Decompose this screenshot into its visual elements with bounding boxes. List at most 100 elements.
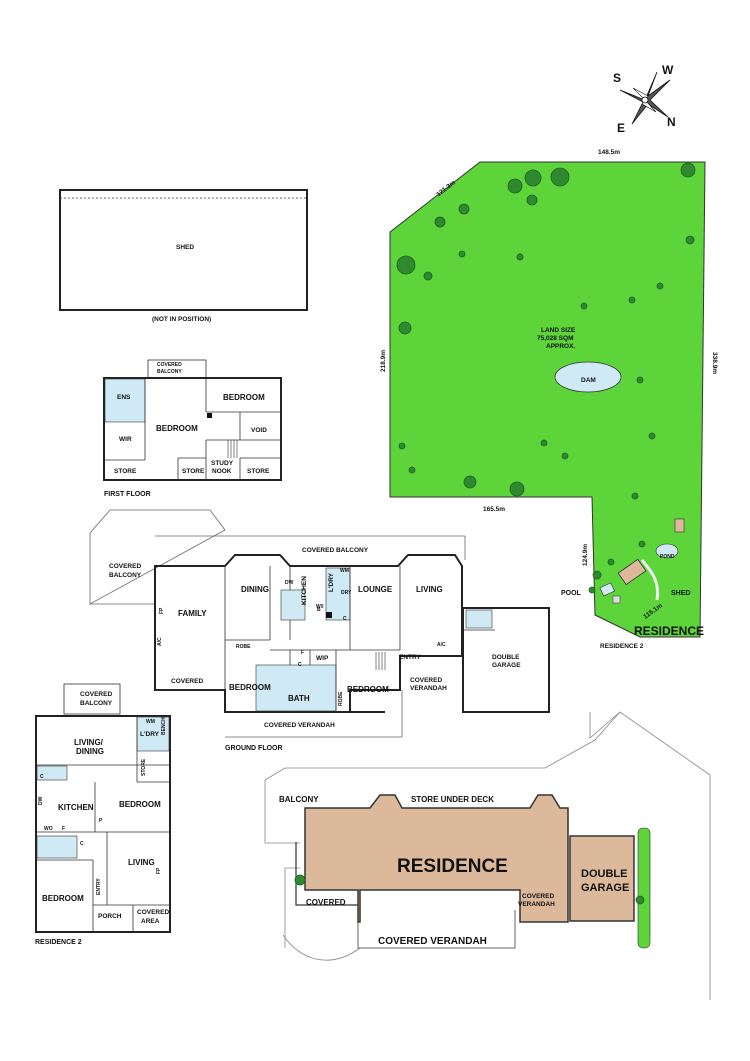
gf-b: B [317, 607, 321, 613]
gf-dw: DW [285, 580, 294, 586]
gf-covered-balcony-left-1: COVERED [109, 563, 141, 570]
r2-wo: WO [44, 826, 53, 832]
residence2-plan: COVERED BALCONY LIVING/ DINING L'DRY STO… [35, 683, 171, 946]
gf-covered-balcony-top: COVERED BALCONY [302, 547, 369, 554]
r2-porch: PORCH [98, 913, 122, 920]
gf-fp: FP [159, 607, 165, 614]
ov-balcony: BALCONY [279, 795, 319, 804]
dim-right: 338.9m [711, 352, 718, 374]
ff-void: VOID [251, 427, 267, 434]
ov-covered-verandah: COVERED VERANDAH [378, 936, 487, 947]
gf-lounge: LOUNGE [358, 585, 393, 594]
ff-wir: WIR [119, 436, 132, 443]
gf-c-1: C [298, 662, 302, 668]
dim-left: 218.9m [380, 350, 387, 372]
ov-covered: COVERED [306, 898, 346, 907]
gf-double-garage-2: GARAGE [492, 662, 521, 669]
r2-c-2: C [80, 841, 84, 847]
residence-site-label: RESIDENCE [634, 624, 704, 638]
r2-covered-balcony-2: BALCONY [80, 700, 113, 707]
gf-living: LIVING [416, 585, 443, 594]
ff-bedroom-2: BEDROOM [223, 393, 265, 402]
gf-robe-2: ROBE [338, 691, 344, 706]
land-size-2: 75,028 SQM [537, 335, 574, 342]
ov-residence: RESIDENCE [397, 856, 508, 877]
r2-c-1: C [40, 774, 44, 780]
r2-living-dining-2: DINING [76, 747, 104, 756]
ov-covered-verandah-small-1: COVERED [522, 893, 554, 900]
residence2-site-label: RESIDENCE 2 [600, 643, 644, 650]
gf-bedroom-1: BEDROOM [229, 683, 271, 692]
r2-bedroom-1: BEDROOM [119, 800, 161, 809]
gf-dry: DRY [341, 590, 352, 596]
gf-ac-1: A/C [157, 637, 163, 646]
gf-ac-2: A/C [437, 642, 446, 648]
r2-covered-area-2: AREA [141, 918, 160, 925]
gf-bath: BATH [288, 694, 310, 703]
gf-covered-verandah2-1: COVERED [410, 677, 442, 684]
shed-note: (NOT IN POSITION) [152, 316, 211, 323]
compass-w: W [662, 63, 674, 77]
dim-top: 148.5m [598, 149, 620, 156]
ov-double-garage-2: GARAGE [581, 882, 629, 894]
ff-caption: FIRST FLOOR [104, 491, 151, 498]
ov-double-garage-1: DOUBLE [581, 868, 627, 880]
ff-store-3: STORE [247, 468, 270, 475]
pool-label: POOL [561, 590, 582, 597]
ff-bedroom-1: BEDROOM [156, 424, 198, 433]
first-floor-plan: COVERED BALCONY ENS BEDROOM BEDROOM WIR … [103, 359, 282, 498]
r2-store: STORE [141, 758, 147, 776]
gf-covered-verandah: COVERED VERANDAH [264, 722, 335, 729]
r2-covered-balcony-1: COVERED [80, 691, 112, 698]
gf-family: FAMILY [178, 609, 207, 618]
ff-covered-balcony-2: BALCONY [157, 369, 182, 375]
ov-store-under-deck: STORE UNDER DECK [411, 795, 494, 804]
r2-covered-area-1: COVERED [137, 909, 169, 916]
shed-label: SHED [176, 244, 194, 251]
gf-wi: W/I [316, 604, 324, 610]
shed-plan: SHED (NOT IN POSITION) [59, 189, 308, 323]
gf-f: F [301, 650, 304, 656]
r2-bench: BENCH [161, 717, 167, 735]
compass-e: E [617, 121, 625, 135]
dim-lower-left: 124.9m [582, 544, 589, 566]
gf-robe-1: ROBE [236, 644, 251, 650]
tree-markers [396, 162, 696, 594]
ff-study-nook-2: NOOK [212, 468, 232, 475]
ff-store-2: STORE [182, 468, 205, 475]
gf-wip: WIP [316, 655, 329, 662]
pond-label: POND [660, 554, 675, 560]
gf-caption: GROUND FLOOR [225, 745, 283, 752]
ff-ens: ENS [117, 394, 131, 401]
gf-covered-verandah2-2: VERANDAH [410, 685, 447, 692]
land-size-3: APPROX. [546, 343, 575, 350]
land-size-1: LAND SIZE [541, 327, 576, 334]
compass-n: N [667, 115, 676, 129]
r2-f: F [62, 826, 65, 832]
gf-ldry: L'DRY [328, 572, 335, 592]
ov-covered-verandah-small-2: VERANDAH [518, 901, 555, 908]
gf-entry: ENTRY [399, 654, 421, 661]
r2-bedroom-2: BEDROOM [42, 894, 84, 903]
gf-covered-balcony-left-2: BALCONY [109, 572, 142, 579]
r2-kitchen: KITCHEN [58, 803, 94, 812]
site-shed-label: SHED [671, 590, 690, 597]
r2-ldry: L'DRY [140, 731, 160, 738]
r2-living: LIVING [128, 858, 155, 867]
ground-floor-plan: COVERED BALCONY COVERED BALCONY FAMILY D… [89, 509, 550, 752]
ff-store-1: STORE [114, 468, 137, 475]
r2-wm: WM [146, 719, 155, 725]
compass-rose: S W E N [613, 63, 676, 135]
r2-entry: ENTRY [96, 878, 102, 895]
dim-bottom: 165.5m [483, 506, 505, 513]
ff-covered-balcony-1: COVERED [157, 362, 182, 368]
gf-kitchen: KITCHEN [301, 576, 308, 605]
gf-double-garage-1: DOUBLE [492, 654, 520, 661]
site-plan: 148.5m 121.3m 218.9m 338.9m 165.5m 124.9… [380, 149, 718, 650]
r2-living-dining-1: LIVING/ [74, 738, 104, 747]
dam-label: DAM [581, 377, 596, 384]
r2-dw: DW [38, 796, 44, 805]
gf-dining: DINING [241, 585, 269, 594]
compass-s: S [613, 71, 621, 85]
